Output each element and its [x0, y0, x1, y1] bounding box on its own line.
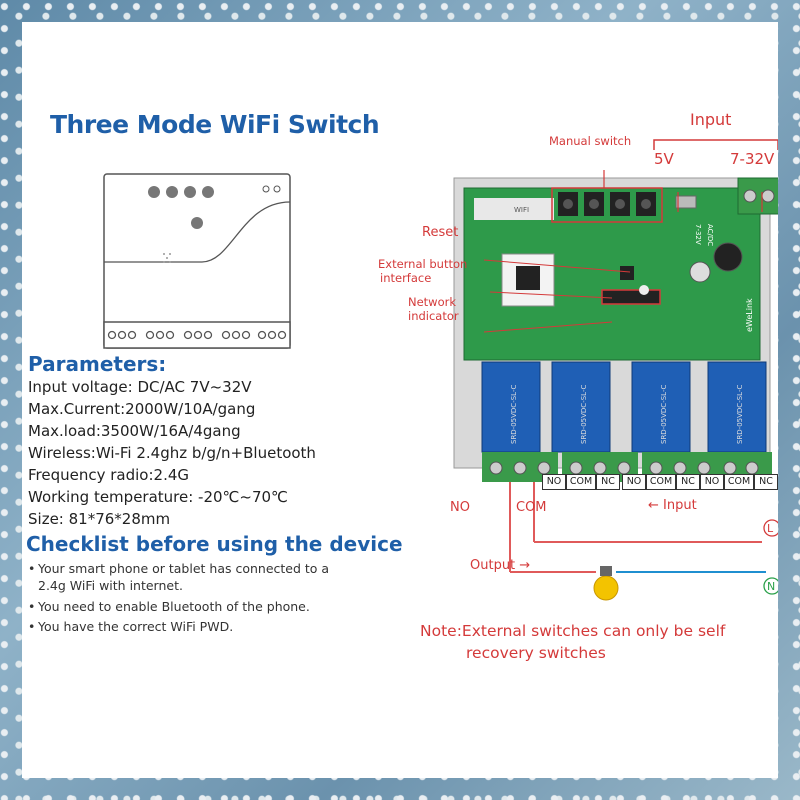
param-wireless: Wireless:Wi-Fi 2.4ghz b/g/n+Bluetooth: [28, 444, 316, 462]
device-led-dot: [273, 185, 281, 193]
device-button-dot: [184, 186, 196, 198]
no-wire-label: NO: [450, 500, 470, 515]
input-arrow-label: ← Input: [648, 498, 697, 513]
network-indicator-label-line2: indicator: [408, 309, 459, 323]
network-leader: [483, 321, 613, 333]
ext-button-leader: [489, 291, 613, 299]
reset-leader: [483, 259, 631, 273]
device-button-dot: [148, 186, 160, 198]
relay-text: SRD-05VDC-SL-C: [660, 385, 668, 444]
checklist-item: •You have the correct WiFi PWD.: [28, 618, 233, 635]
relay-text: SRD-05VDC-SL-C: [736, 385, 744, 444]
usb-port: [675, 195, 697, 209]
board-wifi-text: WIFI: [514, 206, 529, 214]
manual-switch-label: Manual switch: [549, 134, 632, 148]
param-frequency: Frequency radio:2.4G: [28, 466, 190, 484]
relay-text: SRD-05VDC-SL-C: [580, 385, 588, 444]
network-indicator-led: [639, 285, 649, 295]
pcb-label-area: [474, 198, 554, 220]
capacitor: [713, 242, 743, 272]
checklist-item: •You need to enable Bluetooth of the pho…: [28, 598, 310, 615]
reset-label: Reset: [422, 225, 459, 240]
light-bulb-base: [600, 566, 612, 576]
neutral-circle-icon: [763, 577, 778, 595]
device-speaker-dots: [163, 253, 171, 263]
param-max-load: Max.load:3500W/16A/4gang: [28, 422, 241, 440]
checklist-item-text: Your smart phone or tablet has connected…: [38, 561, 330, 576]
relay-board-diagram: 7-32V AC/DC eWeLink WIFI SRD-05VDC-SL-C …: [453, 177, 778, 482]
output-arrow-label: Output →: [470, 558, 531, 573]
device-reset-dot: [191, 217, 203, 229]
manual-switch-buttons: [558, 192, 656, 216]
parameters-heading: Parameters:: [28, 352, 167, 376]
device-button-dot: [202, 186, 214, 198]
terminal-com-label: COM: [566, 474, 596, 490]
relays: [481, 361, 767, 453]
neutral-symbol: N: [767, 580, 775, 593]
device-button-dot: [166, 186, 178, 198]
bullet-icon: •: [28, 619, 36, 634]
live-circle-icon: [763, 519, 778, 537]
note-line1: Note:External switches can only be self: [420, 622, 726, 640]
5v-label: 5V: [654, 150, 674, 168]
device-terminal-strip: [103, 321, 291, 349]
terminal-screws: [489, 461, 759, 475]
param-max-current: Max.Current:2000W/10A/gang: [28, 400, 256, 418]
device-outline-illustration: [103, 173, 291, 349]
terminal-com-label: COM: [724, 474, 754, 490]
input-bracket: [653, 139, 778, 150]
param-working-temperature: Working temperature: -20℃~70℃: [28, 488, 288, 506]
power-terminal-screw: [743, 189, 757, 203]
product-panel: Three Mode WiFi Switch Parameters: Input…: [22, 22, 778, 778]
live-symbol: L: [767, 522, 774, 535]
checklist-item-continued: 2.4g WiFi with internet.: [38, 578, 183, 593]
board-voltage-text: 7-32V: [694, 224, 702, 245]
7-32v-label: 7-32V: [730, 150, 775, 168]
inductor: [689, 261, 711, 283]
terminal-nc-label: NC: [754, 474, 778, 490]
terminal-com-label: COM: [646, 474, 676, 490]
checklist-item: •Your smart phone or tablet has connecte…: [28, 560, 329, 577]
terminal-no-label: NO: [700, 474, 724, 490]
com-wire-label: COM: [516, 500, 547, 515]
wifi-chip: [516, 266, 540, 290]
board-brand-text: eWeLink: [745, 298, 754, 332]
note-text: Note:External switches can only be self …: [420, 620, 725, 664]
page-title: Three Mode WiFi Switch: [50, 110, 380, 139]
param-input-voltage: Input voltage: DC/AC 7V~32V: [28, 378, 252, 396]
relay-text: SRD-05VDC-SL-C: [510, 385, 518, 444]
callout-lines: L N: [483, 139, 778, 601]
network-indicator-label-line1: Network: [408, 295, 457, 309]
device-screw-terminals: [107, 330, 287, 340]
note-line2: recovery switches: [466, 644, 606, 662]
checklist-heading: Checklist before using the device: [26, 532, 403, 556]
bullet-icon: •: [28, 599, 36, 614]
external-button-label-line1: External button: [378, 257, 468, 271]
terminal-nc-label: NC: [596, 474, 620, 490]
reset-button: [620, 266, 634, 280]
device-led-dot: [262, 185, 270, 193]
terminal-no-label: NO: [622, 474, 646, 490]
checklist-item-text: You need to enable Bluetooth of the phon…: [38, 599, 310, 614]
manual-switch-highlight: [551, 187, 663, 223]
checklist-item-text: You have the correct WiFi PWD.: [38, 619, 234, 634]
bullet-icon: •: [28, 561, 36, 576]
param-size: Size: 81*76*28mm: [28, 510, 171, 528]
input-label: Input: [690, 110, 732, 129]
external-button-label-line2: interface: [380, 271, 432, 285]
light-bulb-icon: [593, 575, 619, 601]
terminal-nc-label: NC: [676, 474, 700, 490]
device-curve-line: [104, 201, 291, 263]
terminal-no-label: NO: [542, 474, 566, 490]
board-acdc-text: AC/DC: [706, 224, 714, 246]
